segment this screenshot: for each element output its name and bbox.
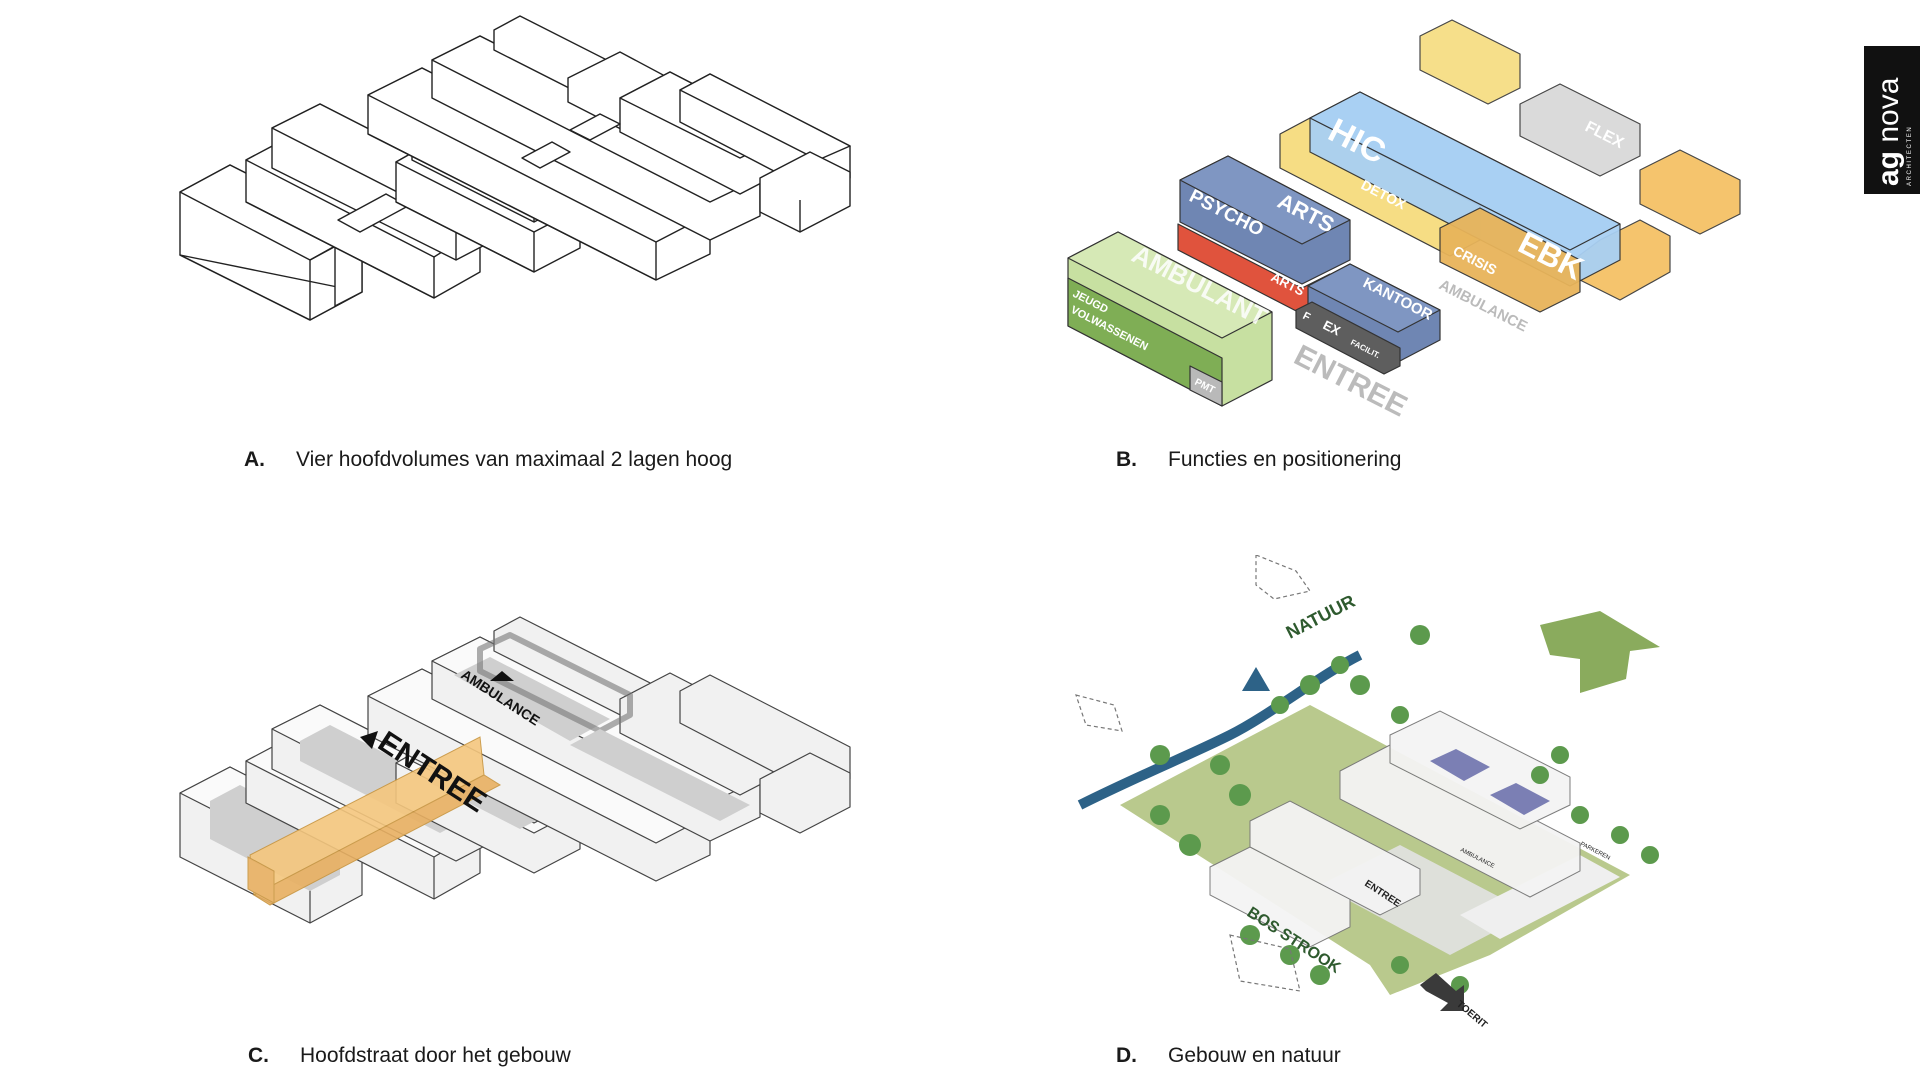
label-natuur: NATUUR — [1283, 591, 1359, 643]
diagram-c-main-street: AMBULANCE ENTREE — [179, 616, 851, 924]
zone-pmt — [1189, 365, 1223, 407]
toerit-arrow — [1420, 973, 1464, 1011]
label-uitzicht: UITZICHT — [1509, 653, 1585, 721]
caption-a-text: Vier hoofdvolumes van maximaal 2 lagen h… — [296, 448, 733, 471]
zone-flex — [1519, 83, 1641, 177]
diagram-a-volumes — [179, 15, 851, 321]
label-ex: EX — [1321, 317, 1344, 338]
caption-b-text: Functies en positionering — [1168, 448, 1402, 471]
caption-d: D. Gebouw en natuur — [1116, 1044, 1341, 1068]
logo-brand-bold: ag — [1872, 150, 1905, 186]
courtyard-2 — [1490, 783, 1550, 815]
caption-b: B. Functies en positionering — [1116, 448, 1401, 472]
caption-d-text: Gebouw en natuur — [1168, 1044, 1341, 1067]
caption-c-letter: C. — [248, 1044, 269, 1067]
plot-outline-2 — [1075, 694, 1123, 732]
zone-crisis — [1439, 207, 1581, 313]
logo-brand: nova — [1872, 77, 1905, 143]
zone-orange-right — [1639, 149, 1741, 235]
volume-c-4 — [367, 616, 851, 882]
uitzicht-arrow — [1540, 611, 1660, 693]
caption-b-letter: B. — [1116, 448, 1137, 471]
label-f: F — [1301, 310, 1313, 324]
logo-subtitle: ARCHITECTEN — [1907, 125, 1913, 186]
diagram-b-functions: HIC EBK PSYCHO ARTS KANTOOR AMBULANT ART… — [1067, 19, 1741, 423]
trees — [1150, 625, 1659, 994]
main-street — [247, 736, 502, 906]
label-toerit: TOERIT — [1454, 999, 1489, 1031]
caption-c: C. Hoofdstraat door het gebouw — [248, 1044, 571, 1068]
caption-a: A. Vier hoofdvolumes van maximaal 2 lagen… — [244, 448, 732, 472]
caption-c-text: Hoofdstraat door het gebouw — [300, 1044, 571, 1067]
volume-c-2 — [245, 704, 503, 900]
caption-d-letter: D. — [1116, 1044, 1137, 1067]
volume-4 — [367, 15, 851, 281]
ag-nova-logo: ag nova ARCHITECTEN — [1864, 46, 1920, 194]
site-parking — [1460, 855, 1620, 939]
plot-outline-1 — [1255, 555, 1312, 600]
river — [1077, 650, 1363, 810]
building-d-2 — [1249, 800, 1421, 916]
entree-arrow — [360, 731, 378, 749]
river-arrow — [1242, 667, 1270, 691]
diagram-d-nature: NATUUR UITZICHT BOS STROOK TOERIT ENTREE… — [1075, 555, 1660, 1031]
ambulance-arrow — [490, 671, 514, 681]
zone-facilitair — [1295, 301, 1401, 375]
zone-yellow-top — [1419, 19, 1521, 105]
caption-a-letter: A. — [244, 448, 265, 471]
courtyard-1 — [1430, 749, 1490, 781]
logo-wordmark: ag nova — [1872, 78, 1906, 186]
